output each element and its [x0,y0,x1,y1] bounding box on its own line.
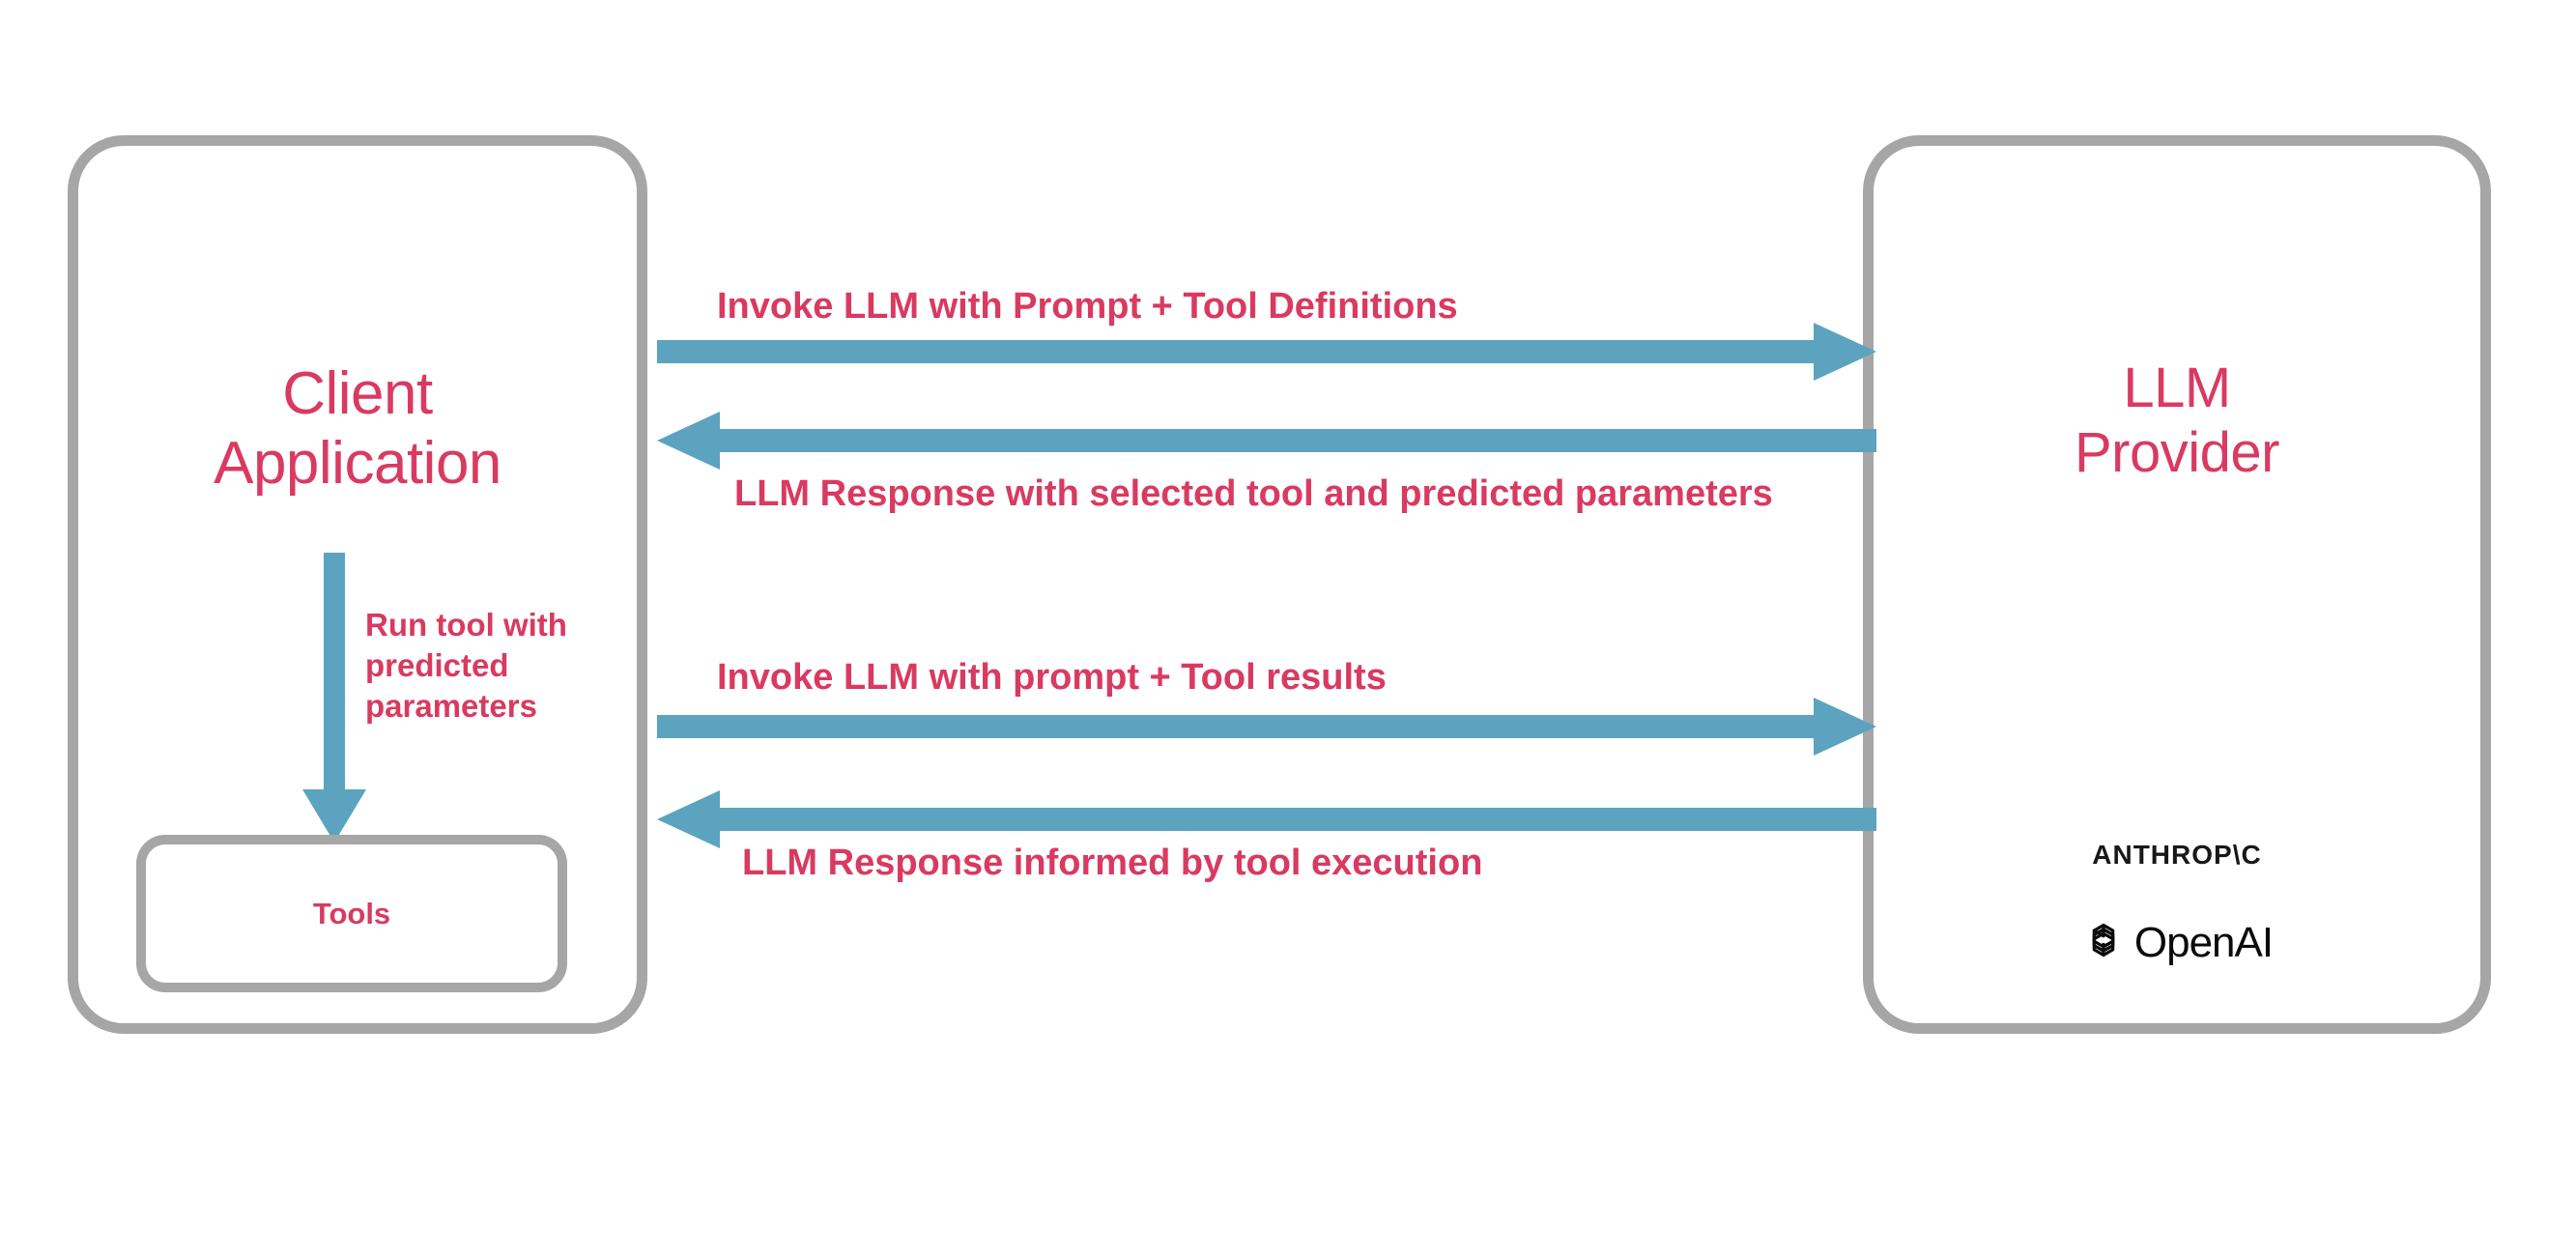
tools-box[interactable] [136,835,567,992]
invoke-llm-tool-results-label: Invoke LLM with prompt + Tool results [717,657,1387,698]
llm-provider-title: LLM Provider [2075,357,2279,485]
llm-response-selected-tool-arrow [657,412,1876,470]
openai-flower-icon [2081,918,2126,967]
run-tool-arrow-label: Run tool with predicted parameters [365,607,567,725]
openai-wordmark: OpenAI [2133,918,2274,966]
llm-response-tool-execution-label: LLM Response informed by tool execution [742,843,1483,883]
invoke-llm-prompt-tools-label: Invoke LLM with Prompt + Tool Definition… [717,286,1458,327]
llm-response-tool-execution-arrow [657,790,1876,848]
client-application-title: Client Application [214,360,501,497]
openai-logo: OpenAI [1875,918,2479,967]
anthropic-logo-icon: ANTHROP\C [2092,840,2262,870]
run-tool-arrow [290,553,379,843]
invoke-llm-prompt-tools-arrow [657,323,1876,381]
llm-response-selected-tool-label: LLM Response with selected tool and pred… [734,473,1773,514]
llm-provider-box [1863,135,2491,1034]
invoke-llm-tool-results-arrow [657,698,1876,756]
tools-label: Tools [312,897,391,930]
